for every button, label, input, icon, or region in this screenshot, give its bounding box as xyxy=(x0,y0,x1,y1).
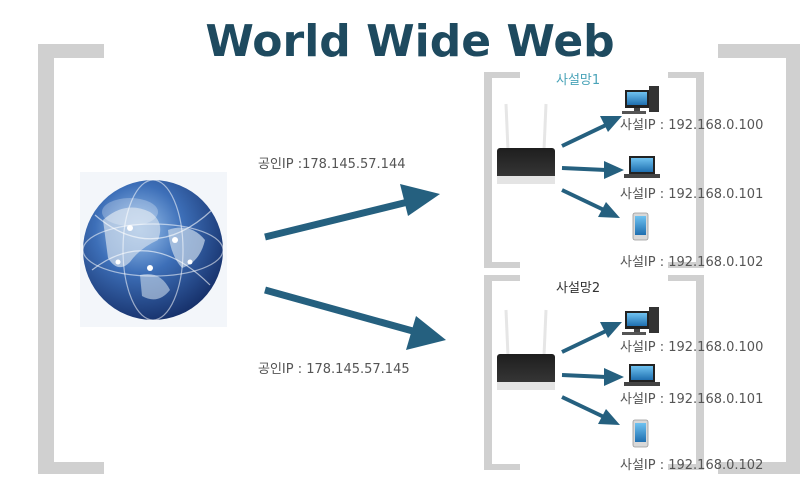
private-ip-label: 사설IP : 192.168.0.101 xyxy=(620,392,763,407)
smartphone-icon xyxy=(632,212,649,241)
globe-icon xyxy=(80,172,227,327)
network-1-name: 사설망1 xyxy=(556,73,600,88)
private-ip-label: 사설IP : 192.168.0.102 xyxy=(620,255,763,270)
network-2-right-bracket xyxy=(668,275,704,470)
desktop-pc-icon xyxy=(622,307,659,335)
desktop-pc-icon xyxy=(622,86,659,114)
public-ip-label-2: 공인IP : 178.145.57.145 xyxy=(258,362,410,377)
private-ip-label: 사설IP : 192.168.0.100 xyxy=(620,118,763,133)
laptop-icon xyxy=(624,364,660,386)
network-2-left-bracket xyxy=(484,275,520,470)
network-2-name: 사설망2 xyxy=(556,281,600,296)
laptop-icon xyxy=(624,156,660,178)
uplink-arrow-2 xyxy=(264,286,446,350)
private-ip-label: 사설IP : 192.168.0.100 xyxy=(620,340,763,355)
smartphone-icon xyxy=(632,419,649,448)
diagram-title: World Wide Web xyxy=(205,16,614,67)
network-1-left-bracket xyxy=(484,72,520,268)
router-icon xyxy=(497,103,555,184)
device-arrow xyxy=(561,161,624,179)
device-arrow xyxy=(561,368,624,386)
device-arrow xyxy=(561,116,622,148)
outer-right-bracket xyxy=(718,44,800,474)
device-arrow xyxy=(561,322,622,354)
device-arrow xyxy=(561,395,620,425)
outer-left-bracket xyxy=(38,44,104,474)
device-arrow xyxy=(561,188,620,218)
public-ip-label-1: 공인IP :178.145.57.144 xyxy=(258,157,405,172)
uplink-arrow-1 xyxy=(264,184,440,241)
router-icon xyxy=(497,309,555,390)
private-ip-label: 사설IP : 192.168.0.101 xyxy=(620,187,763,202)
network-1-right-bracket xyxy=(668,72,704,268)
private-ip-label: 사설IP : 192.168.0.102 xyxy=(620,458,763,473)
